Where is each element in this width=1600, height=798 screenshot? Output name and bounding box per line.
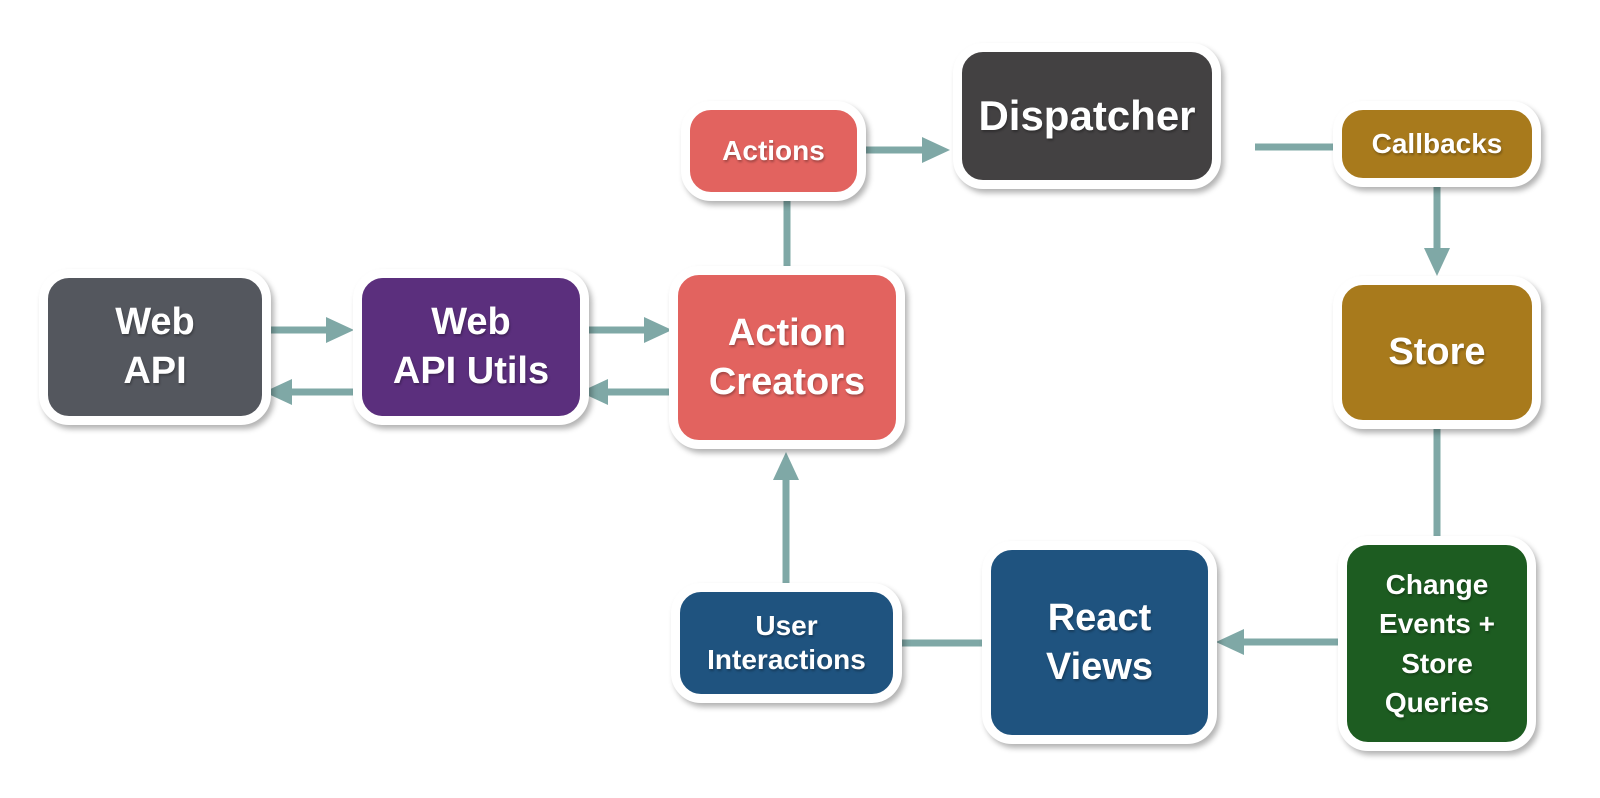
arrowhead-callbacks-to-store: [1424, 248, 1450, 276]
dispatcher-label: Dispatcher: [978, 92, 1196, 140]
arrowhead-user-interactions-to-action-creators: [773, 452, 799, 480]
react-views-label: React Views: [1045, 596, 1154, 688]
arrowhead-action-creators-to-web-api-utils: [580, 379, 608, 405]
web-api-node: Web API: [39, 269, 271, 425]
actions-node: Actions: [681, 101, 866, 201]
callbacks-node: Callbacks: [1333, 101, 1541, 187]
change-events-store-queries-label: Change Events + Store Queries: [1379, 569, 1495, 718]
arrowhead-change-events-to-react-views: [1216, 629, 1244, 655]
react-views-node: React Views: [982, 541, 1217, 744]
web-api-utils-label: Web API Utils: [392, 301, 550, 392]
arrowhead-web-api-utils-to-web-api: [264, 379, 292, 405]
callbacks-label: Callbacks: [1371, 128, 1503, 160]
arrowhead-web-api-to-web-api-utils: [326, 317, 354, 343]
action-creators-label: Action Creators: [708, 311, 866, 403]
user-interactions-node: User Interactions: [671, 583, 902, 703]
dispatcher-node: Dispatcher: [953, 43, 1221, 189]
store-label: Store: [1388, 331, 1486, 374]
web-api-utils-node: Web API Utils: [353, 269, 589, 425]
arrowhead-web-api-utils-to-action-creators: [644, 317, 672, 343]
user-interactions-label: User Interactions: [707, 610, 866, 675]
arrowhead-actions-to-dispatcher: [922, 137, 950, 163]
actions-label: Actions: [722, 135, 825, 167]
action-creators-node: Action Creators: [669, 266, 905, 449]
web-api-label: Web API: [115, 301, 195, 392]
store-node: Store: [1333, 276, 1541, 429]
change-events-store-queries-node: Change Events + Store Queries: [1338, 536, 1536, 751]
